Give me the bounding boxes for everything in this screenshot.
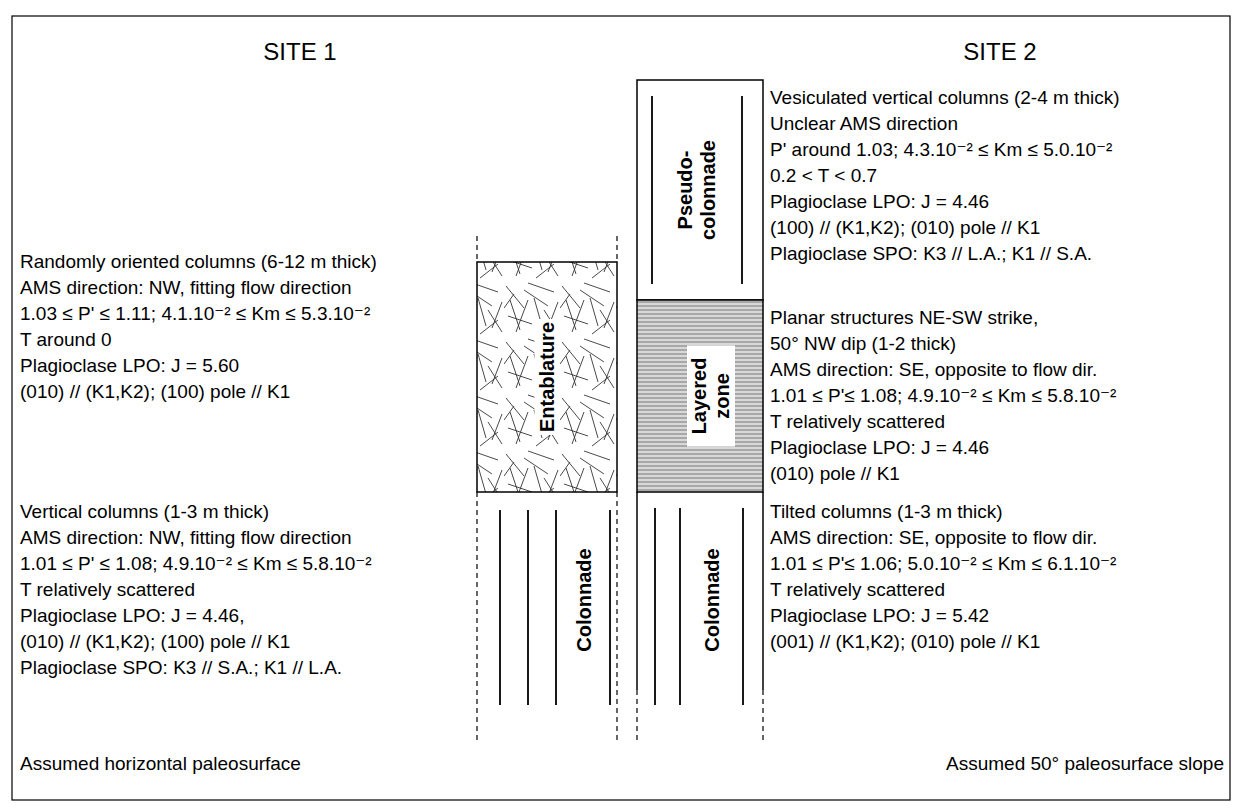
note-text: Assumed 50° paleosurface slope <box>946 752 1224 776</box>
note-text: Randomly oriented columns (6-12 m thick) <box>20 250 377 274</box>
unit-box: Entablature <box>477 262 617 492</box>
note-text: (010) // (K1,K2); (100) pole // K1 <box>20 630 290 654</box>
note-text: Plagioclase LPO: J = 4.46, <box>20 604 244 628</box>
note-text: T around 0 <box>20 328 112 352</box>
note-text: 1.01 ≤ P'≤ 1.06; 5.0.10⁻² ≤ Km ≤ 6.1.10⁻… <box>770 552 1116 576</box>
column-joints <box>655 508 743 705</box>
site-heading: SITE 1 <box>263 38 336 66</box>
site-heading: SITE 2 <box>963 38 1036 66</box>
note-text: Plagioclase LPO: J = 5.60 <box>20 354 239 378</box>
note-text: (010) // (K1,K2); (100) pole // K1 <box>20 380 290 404</box>
note-text: Assumed horizontal paleosurface <box>20 752 301 776</box>
note-text: Plagioclase SPO: K3 // S.A.; K1 // L.A. <box>20 656 342 680</box>
layered-zone-fill <box>637 300 763 492</box>
note-text: Plagioclase LPO: J = 4.46 <box>770 436 989 460</box>
note-text: T relatively scattered <box>20 578 195 602</box>
note-text: P' around 1.03; 4.3.10⁻² ≤ Km ≤ 5.0.10⁻² <box>770 138 1112 162</box>
note-text: AMS direction: NW, fitting flow directio… <box>20 526 352 550</box>
note-text: AMS direction: SE, opposite to flow dir. <box>770 526 1097 550</box>
dashed-edge <box>762 690 763 742</box>
unit-box: Layered zone <box>637 300 763 492</box>
column-joints <box>652 96 742 284</box>
note-text: Plagioclase LPO: J = 4.46 <box>770 190 989 214</box>
note-text: T relatively scattered <box>770 410 945 434</box>
note-text: (010) pole // K1 <box>770 462 900 486</box>
unit-box: Pseudo- colonnade <box>637 80 763 300</box>
dashed-edge <box>476 236 477 262</box>
note-text: Vertical columns (1-3 m thick) <box>20 500 269 524</box>
note-text: Planar structures NE-SW strike, <box>770 306 1038 330</box>
unit-box: Colonnade <box>637 492 763 735</box>
unit-label: Colonnade <box>700 545 725 654</box>
note-text: (001) // (K1,K2); (010) pole // K1 <box>770 630 1040 654</box>
note-text: Vesiculated vertical columns (2-4 m thic… <box>770 86 1120 110</box>
note-text: Unclear AMS direction <box>770 112 958 136</box>
box-edge <box>636 492 638 690</box>
note-text: AMS direction: NW, fitting flow directio… <box>20 276 352 300</box>
note-text: 1.01 ≤ P'≤ 1.08; 4.9.10⁻² ≤ Km ≤ 5.8.10⁻… <box>770 384 1116 408</box>
dashed-edge <box>476 492 477 742</box>
box-edge <box>762 492 764 690</box>
note-text: 0.2 < T < 0.7 <box>770 164 877 188</box>
note-text: T relatively scattered <box>770 578 945 602</box>
note-text: Tilted columns (1-3 m thick) <box>770 500 1003 524</box>
unit-label: Colonnade <box>572 545 597 654</box>
pseudo-colonnade-box <box>637 80 763 300</box>
note-text: (100) // (K1,K2); (010) pole // K1 <box>770 216 1040 240</box>
dashed-edge <box>616 236 617 262</box>
unit-label: Entablature <box>535 319 560 435</box>
column-joints <box>500 510 610 705</box>
note-text: AMS direction: SE, opposite to flow dir. <box>770 358 1097 382</box>
note-text: 1.01 ≤ P' ≤ 1.08; 4.9.10⁻² ≤ Km ≤ 5.8.10… <box>20 552 372 576</box>
unit-label: Layered zone <box>687 346 735 447</box>
figure-frame <box>12 16 1230 800</box>
dashed-edge <box>636 690 637 742</box>
dashed-edge <box>616 492 617 742</box>
note-text: 1.03 ≤ P' ≤ 1.11; 4.1.10⁻² ≤ Km ≤ 5.3.10… <box>20 302 370 326</box>
unit-label: Pseudo- colonnade <box>673 122 721 258</box>
unit-box: Colonnade <box>477 492 617 735</box>
entablature-hatch <box>477 262 617 492</box>
note-text: 50° NW dip (1-2 thick) <box>770 332 956 356</box>
note-text: Plagioclase LPO: J = 5.42 <box>770 604 989 628</box>
note-text: Plagioclase SPO: K3 // L.A.; K1 // S.A. <box>770 242 1092 266</box>
